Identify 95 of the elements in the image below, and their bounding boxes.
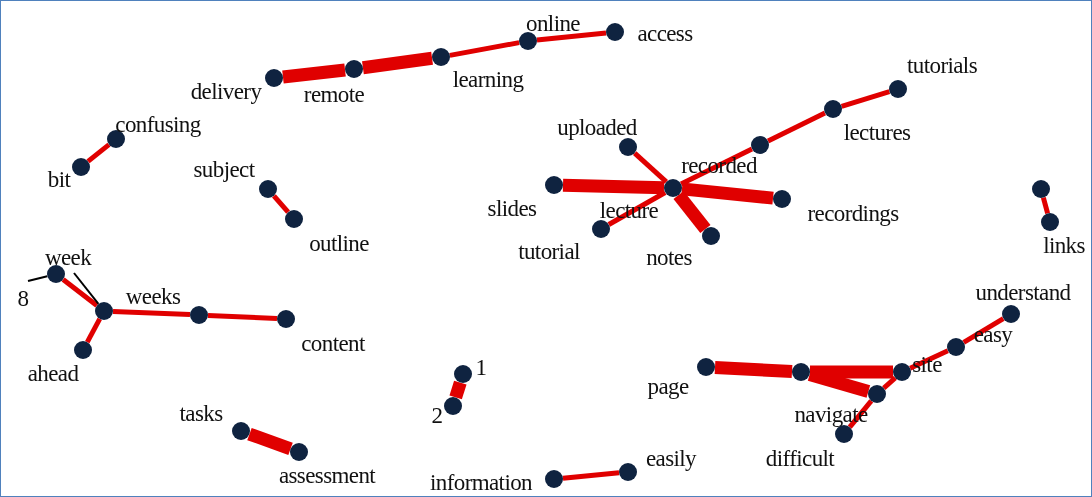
node-dot — [1032, 180, 1050, 198]
word-label: 1 — [475, 355, 487, 379]
link-line — [882, 376, 897, 390]
link-line — [86, 142, 111, 164]
word-label: information — [430, 470, 532, 494]
node-dot — [697, 358, 715, 376]
node-dot — [619, 138, 637, 156]
word-label: page — [647, 374, 689, 398]
leader-line — [27, 275, 49, 282]
link-line — [681, 182, 774, 205]
node-dot — [265, 69, 283, 87]
link-line — [272, 194, 290, 214]
word-label: assessment — [278, 463, 376, 487]
link-line — [247, 427, 293, 456]
node-dot — [889, 80, 907, 98]
node-dot — [1002, 305, 1020, 323]
node-dot — [545, 176, 563, 194]
word-label: remote — [303, 82, 365, 106]
word-label: links — [1043, 233, 1085, 257]
word-label: online — [526, 11, 580, 35]
node-dot — [444, 397, 462, 415]
word-label: difficult — [765, 446, 835, 470]
node-dot — [868, 385, 886, 403]
link-line — [632, 151, 669, 184]
node-dot — [606, 23, 624, 41]
word-label: week — [44, 245, 92, 269]
word-label: easily — [645, 446, 697, 470]
link-line — [840, 89, 891, 109]
word-label: learning — [452, 67, 524, 91]
node-dot — [345, 60, 363, 78]
link-line — [1040, 197, 1051, 214]
node-dot — [664, 179, 682, 197]
link-line — [714, 360, 793, 379]
node-dot — [190, 306, 208, 324]
word-label: delivery — [190, 79, 262, 103]
link-line — [112, 308, 191, 318]
node-dot — [835, 425, 853, 443]
word-label: 2 — [431, 403, 443, 427]
word-label: tasks — [179, 401, 223, 425]
node-dot — [1041, 213, 1059, 231]
node-dot — [285, 210, 303, 228]
node-dot — [592, 220, 610, 238]
word-label: understand — [975, 280, 1071, 304]
node-dot — [454, 365, 472, 383]
word-label: ahead — [27, 361, 79, 385]
node-dot — [432, 48, 450, 66]
link-line — [449, 380, 467, 400]
node-dot — [619, 463, 637, 481]
node-dot — [74, 341, 92, 359]
word-label: confusing — [115, 112, 201, 136]
node-dot — [792, 363, 810, 381]
node-dot — [290, 443, 308, 461]
word-label: 8 — [17, 286, 29, 310]
link-line — [85, 317, 102, 344]
link-line — [673, 191, 711, 233]
node-dot — [947, 338, 965, 356]
node-dot — [751, 136, 769, 154]
node-dot — [259, 180, 277, 198]
link-line — [562, 178, 665, 195]
link-line — [766, 110, 827, 144]
link-line — [810, 365, 893, 379]
node-dot — [702, 227, 720, 245]
link-line — [962, 316, 1005, 345]
word-label: access — [637, 21, 693, 45]
node-dot — [95, 302, 113, 320]
word-label: lectures — [843, 120, 911, 144]
word-label: notes — [646, 245, 692, 269]
link-line — [562, 470, 620, 481]
word-label: bit — [47, 167, 71, 191]
word-label: easy — [973, 322, 1013, 346]
word-label: content — [301, 331, 365, 355]
node-dot — [47, 265, 65, 283]
link-line — [449, 40, 520, 58]
link-line — [207, 312, 278, 322]
word-label: recordings — [807, 201, 899, 225]
node-dot — [277, 310, 295, 328]
node-dot — [893, 363, 911, 381]
word-label: outline — [309, 231, 369, 255]
word-label: slides — [487, 196, 537, 220]
link-line — [61, 277, 99, 308]
leader-line — [73, 272, 100, 305]
node-dot — [773, 190, 791, 208]
node-dot — [232, 422, 250, 440]
link-line — [362, 51, 433, 75]
word-label: subject — [193, 157, 255, 181]
node-dot — [545, 470, 563, 488]
word-label: weeks — [125, 284, 181, 308]
link-line — [282, 63, 346, 84]
node-dot — [519, 32, 537, 50]
link-line — [536, 30, 607, 43]
node-dot — [72, 158, 90, 176]
word-label: tutorial — [518, 239, 580, 263]
node-dot — [824, 100, 842, 118]
word-label: uploaded — [557, 115, 637, 139]
word-label: tutorials — [907, 53, 977, 77]
